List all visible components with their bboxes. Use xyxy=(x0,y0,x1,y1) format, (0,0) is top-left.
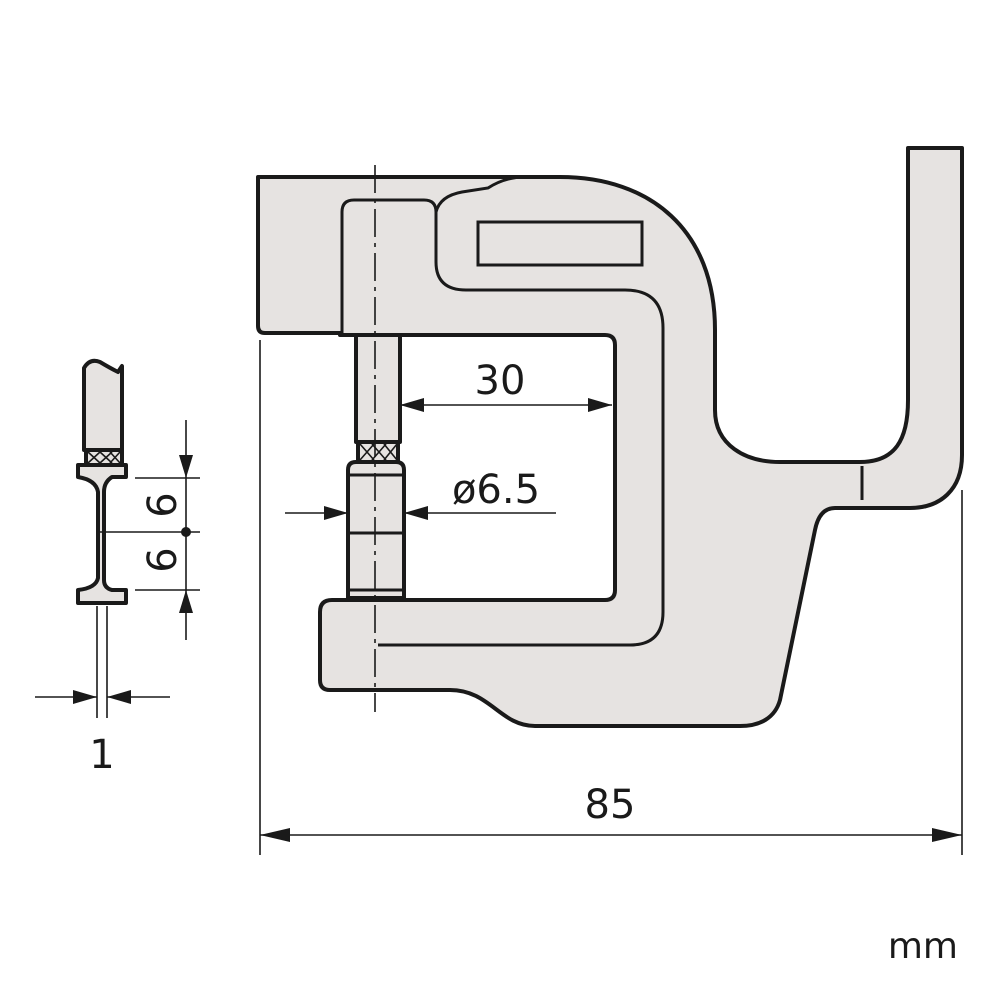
frame-body xyxy=(256,146,964,728)
dim-1-ext-lines xyxy=(96,606,108,718)
detail-knurl xyxy=(84,448,124,467)
dim-point xyxy=(181,527,191,537)
dim-6-lower-label: 6 xyxy=(140,547,186,572)
measuring-face xyxy=(346,460,406,600)
frame-inner-contour xyxy=(340,198,665,647)
arrow xyxy=(73,690,97,704)
arrow xyxy=(588,398,612,412)
dim-85-label: 85 xyxy=(585,782,636,828)
arrow xyxy=(932,828,962,842)
dim-6-upper-label: 6 xyxy=(140,492,186,517)
knurl-pattern xyxy=(359,443,398,461)
spindle xyxy=(354,333,402,444)
arrow xyxy=(107,690,131,704)
face-lines xyxy=(349,473,403,592)
dim-1-label: 1 xyxy=(89,732,114,778)
arrow xyxy=(324,506,348,520)
frame-notch xyxy=(434,175,526,213)
knurl-pattern xyxy=(87,451,121,464)
frame-window xyxy=(476,220,644,267)
detail-blade xyxy=(76,463,128,605)
arrow xyxy=(179,590,193,613)
detail-shaft xyxy=(82,358,124,452)
arrow xyxy=(400,398,424,412)
arrow xyxy=(179,455,193,478)
arrow xyxy=(404,506,428,520)
dim-30-label: 30 xyxy=(475,358,526,404)
unit-label: mm xyxy=(888,926,958,967)
arrow xyxy=(260,828,290,842)
dim-dia-label: ø6.5 xyxy=(452,467,540,513)
